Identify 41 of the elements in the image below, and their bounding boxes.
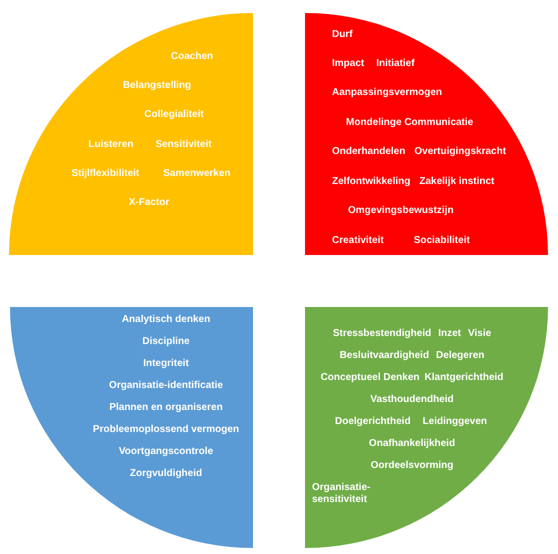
competency-label: Overtuigingskracht — [414, 146, 506, 158]
competency-label: Belangstelling — [122, 80, 192, 92]
competency-label: Aanpassingsvermogen — [332, 87, 442, 99]
competency-label: Creativiteit — [332, 235, 384, 247]
competency-label: Onafhankelijkheid — [368, 438, 456, 450]
competency-label: X-Factor — [128, 197, 170, 209]
competency-label: Stressbestendigheid — [332, 328, 432, 340]
competency-label: Besluitvaardigheid — [340, 350, 430, 362]
competency-label: Klantgerichtheid — [424, 372, 504, 384]
competency-label: Initiatief — [376, 58, 415, 70]
competency-label: Organisatie-identificatie — [109, 380, 223, 392]
competency-label: Onderhandelen — [332, 146, 406, 158]
competency-label: Stijlflexibiliteit — [71, 168, 140, 180]
competency-label: Discipline — [142, 336, 190, 348]
competency-label: Oordeelsvorming — [370, 460, 454, 472]
competency-label: Coachen — [170, 51, 214, 63]
competency-label: Conceptueel Denken — [320, 372, 420, 384]
competency-label: Zakelijk instinct — [419, 176, 494, 188]
competency-label: Delegeren — [436, 350, 484, 362]
competency-label: Sociabiliteit — [414, 235, 470, 247]
competency-label: Impact — [332, 58, 364, 70]
competency-label: Integriteit — [143, 358, 189, 370]
competency-label: Vasthoudendheid — [370, 394, 454, 406]
competency-label: Inzet — [438, 328, 461, 340]
competency-label: Omgevingsbewustzijn — [348, 205, 454, 217]
competency-label: Durf — [332, 29, 353, 41]
competency-label: Collegialiteit — [144, 109, 204, 121]
competency-label: Voortgangscontrole — [118, 446, 214, 458]
competency-label: Analytisch denken — [122, 314, 210, 326]
competency-label: Sensitiviteit — [155, 139, 212, 151]
competency-label: Visie — [468, 328, 492, 340]
competency-label: Zorgvuldigheid — [130, 468, 202, 480]
competency-label: Samenwerken — [163, 168, 231, 180]
competency-label: Luisteren — [88, 139, 134, 151]
competency-label: Plannen en organiseren — [109, 402, 223, 414]
competency-label: Leidinggeven — [422, 416, 488, 428]
competency-label: Organisatie- sensitiviteit — [312, 482, 372, 506]
competency-label: Doelgerichtheid — [334, 416, 411, 428]
competency-label: Mondelinge Communicatie — [346, 117, 474, 129]
competency-label: Probleemoplossend vermogen — [92, 424, 240, 436]
competency-label: Zelfontwikkeling — [332, 176, 410, 188]
